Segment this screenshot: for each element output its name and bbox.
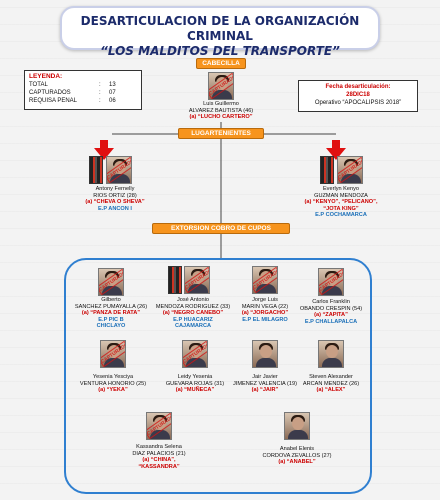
member-card: Anabel Elenis CORDOVA ZEVALLOS (27) (a) … <box>262 446 332 466</box>
lieutenant-photo: CAPTURADO <box>106 156 132 184</box>
legend-row: REQUISA PENAL:06 <box>29 98 116 104</box>
lieutenant-photo: CAPTURADO <box>337 156 363 184</box>
member-photo: CAPTURADO <box>146 412 172 440</box>
mugshot-strip <box>320 156 334 184</box>
mugshot-strip <box>168 266 182 294</box>
arrow-icon <box>332 140 340 148</box>
legend-box: LEYENDA: TOTAL:13 CAPTURADOS:07 REQUISA … <box>24 70 142 110</box>
member-photo <box>284 412 310 440</box>
section-lugartenientes: LUGARTENIENTES <box>178 128 264 139</box>
lieutenant-card: Everlyn Kenyo GUZMAN MENDOZA (a) “KENYO”… <box>304 186 378 219</box>
extortion-group-frame <box>64 258 372 494</box>
mugshot-strip <box>89 156 103 184</box>
operation-date-heading: Fecha desarticulación: <box>325 84 391 90</box>
leader-card: Luis Guillermo ALVAREZ BAUTISTA (46) (a)… <box>188 101 254 121</box>
arrow-icon <box>100 140 108 148</box>
member-card: Leidy Yesenia GUEVARA ROJAS (31) (a) “MU… <box>165 374 225 394</box>
section-cabecilla: CABECILLA <box>196 58 246 69</box>
title-line-1: DESARTICULACION DE LA ORGANIZACIÓN CRIMI… <box>80 14 360 43</box>
member-card: Kassandra Selena DIAZ PALACIOS (21) (a) … <box>132 444 186 470</box>
member-photo: CAPTURADO <box>100 340 126 368</box>
member-photo: CAPTURADO <box>98 268 124 296</box>
legend-row: CAPTURADOS:07 <box>29 90 116 96</box>
operation-date: 28DIC18 <box>346 92 370 98</box>
member-photo: CAPTURADO <box>318 268 344 296</box>
member-photo <box>252 340 278 368</box>
member-card: Steven Alexander ARCAN MENDEZ (26) (a) “… <box>302 374 360 394</box>
section-extorsion: EXTORSION COBRO DE CUPOS <box>152 223 290 234</box>
member-photo: CAPTURADO <box>184 266 210 294</box>
member-photo <box>318 340 344 368</box>
member-card: Carlos Franklin OBANDO CRESPIN (54) (a) … <box>299 299 363 325</box>
member-card: Jair Javier JIMENEZ VALENCIA (19) (a) “J… <box>233 374 297 394</box>
title-line-2: “LOS MALDITOS DEL TRANSPORTE” <box>100 44 340 58</box>
member-card: Gilberto SANCHEZ PUMAYALLA (26) (a) “PAN… <box>74 297 148 330</box>
member-card: Jorge Luis MARIN VEGA (22) (a) “JORGACHO… <box>241 297 289 323</box>
member-photo: CAPTURADO <box>252 266 278 294</box>
legend-heading: LEYENDA: <box>29 73 63 80</box>
member-card: José Antonio MENDOZA RODRIGUEZ (33) (a) … <box>155 297 231 330</box>
legend-row: TOTAL:13 <box>29 82 116 88</box>
member-card: Yesenia Yesciya VENTURA HONORIO (25) (a)… <box>79 374 147 394</box>
operation-box: Fecha desarticulación: 28DIC18 Operativo… <box>298 80 418 112</box>
member-photo: CAPTURADO <box>182 340 208 368</box>
leader-photo: CAPTURADO <box>208 72 234 100</box>
title-banner: DESARTICULACION DE LA ORGANIZACIÓN CRIMI… <box>60 6 380 58</box>
operation-name: Operativo “APOCALIPSIS 2018” <box>314 100 402 106</box>
lieutenant-card: Antony Fernelly RIOS ORTIZ (28) (a) “CHE… <box>85 186 145 212</box>
